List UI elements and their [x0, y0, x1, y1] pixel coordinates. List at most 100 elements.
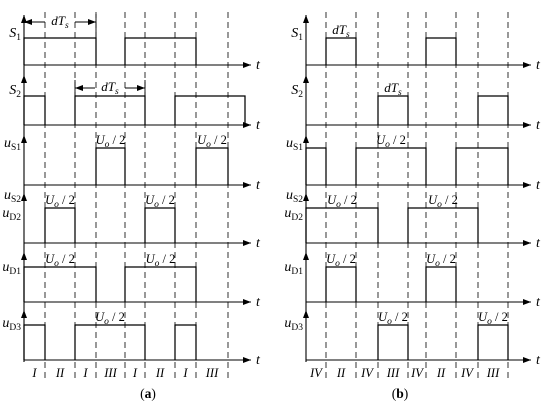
amplitude-fraction: / 2: [159, 193, 175, 207]
amplitude-symbol: U: [478, 310, 488, 324]
vertical-axis-arrow: [303, 75, 309, 83]
time-axis-label: t: [256, 58, 261, 73]
caption-open: (: [140, 386, 145, 401]
amplitude-label: Uo / 2: [96, 133, 126, 150]
pulse: [305, 147, 327, 185]
amplitude-symbol: U: [146, 252, 156, 266]
signal-label-symbol: u: [2, 206, 9, 221]
amplitude-fraction: / 2: [59, 252, 75, 266]
vertical-axis-arrow: [303, 252, 309, 260]
duty-subscript: s: [398, 88, 402, 98]
amplitude-label: Uo / 2: [145, 193, 175, 210]
signal-label-subscript: 2: [16, 90, 21, 100]
interval-label: II: [436, 366, 446, 380]
signal-row: t S2 dTs: [291, 75, 541, 133]
time-axis-label: t: [536, 118, 541, 133]
signal-label: uD1: [284, 260, 303, 277]
amplitude-fraction: / 2: [492, 310, 508, 324]
signal-label-subscript: 1: [16, 33, 21, 43]
pulse: [44, 207, 76, 243]
duty-label: dTs: [51, 13, 69, 31]
pulse: [124, 37, 197, 65]
interval-label: I: [31, 366, 37, 380]
signal-label: uD2: [2, 206, 21, 223]
vertical-axis-arrow: [21, 252, 27, 260]
signal-label-subscript: S2: [293, 195, 303, 205]
panel-caption: (b): [392, 386, 409, 401]
caption-close: ): [151, 386, 156, 401]
amplitude-subscript: o: [487, 317, 492, 327]
vertical-axis-arrow: [303, 15, 309, 23]
pulse: [377, 324, 409, 360]
amplitude-label: Uo / 2: [146, 252, 176, 269]
amplitude-subscript: o: [54, 200, 59, 210]
interval-label: IV: [460, 366, 474, 380]
duty-symbol: dT: [384, 80, 399, 95]
signal-label-symbol: u: [284, 206, 291, 221]
signal-label-symbol: S: [9, 83, 16, 98]
pulse: [74, 324, 146, 360]
time-axis-label: t: [256, 118, 261, 133]
pulse: [23, 266, 97, 302]
amplitude-subscript: o: [336, 200, 341, 210]
duty-arrow-head: [75, 85, 83, 91]
amplitude-fraction: / 2: [109, 133, 125, 147]
signal-label: S2: [9, 83, 21, 100]
pulse: [477, 95, 509, 125]
amplitude-subscript: o: [155, 259, 160, 269]
signal-label-subscript: 2: [298, 90, 303, 100]
signal-label: uS2: [4, 188, 21, 205]
time-axis-arrow: [243, 240, 251, 246]
time-axis-arrow: [243, 357, 251, 363]
interval-label: II: [155, 366, 165, 380]
panel-caption: (a): [140, 386, 156, 401]
signal-label: uD3: [2, 316, 21, 333]
time-axis-label: t: [256, 178, 261, 193]
pulse: [325, 37, 357, 65]
pulse: [23, 37, 97, 65]
pulse: [477, 324, 509, 360]
amplitude-fraction: / 2: [390, 133, 406, 147]
time-axis-arrow: [243, 299, 251, 305]
amplitude-fraction: / 2: [159, 252, 175, 266]
amplitude-symbol: U: [96, 133, 106, 147]
amplitude-symbol: U: [376, 133, 386, 147]
signal-label-subscript: 1: [298, 33, 303, 43]
pulse: [144, 207, 176, 243]
signal-label-symbol: u: [284, 260, 291, 275]
interval-label: IV: [360, 366, 374, 380]
amplitude-symbol: U: [45, 193, 55, 207]
pulse: [95, 147, 126, 185]
signal-label: uS2: [286, 188, 303, 205]
time-axis-arrow: [523, 240, 531, 246]
amplitude-symbol: U: [326, 252, 336, 266]
signal-label-subscript: S2: [11, 195, 21, 205]
signal-label-subscript: S1: [293, 143, 303, 153]
time-axis-label: t: [536, 353, 541, 368]
vertical-axis-arrow: [303, 310, 309, 318]
time-axis-label: t: [256, 236, 261, 251]
signal-label-subscript: D3: [9, 323, 21, 333]
amplitude-label: Uo / 2: [478, 310, 508, 327]
signal-label-symbol: S: [291, 83, 298, 98]
amplitude-symbol: U: [197, 133, 207, 147]
amplitude-subscript: o: [105, 140, 110, 150]
signal-label-symbol: u: [286, 188, 293, 203]
duty-subscript: s: [346, 30, 350, 40]
amplitude-symbol: U: [428, 193, 438, 207]
amplitude-subscript: o: [335, 259, 340, 269]
amplitude-label: Uo / 2: [327, 193, 357, 210]
pulse: [377, 95, 409, 125]
time-axis-label: t: [536, 236, 541, 251]
vertical-axis-arrow: [21, 75, 27, 83]
pulse: [355, 147, 427, 185]
amplitude-label: Uo / 2: [326, 252, 356, 269]
amplitude-symbol: U: [95, 310, 105, 324]
